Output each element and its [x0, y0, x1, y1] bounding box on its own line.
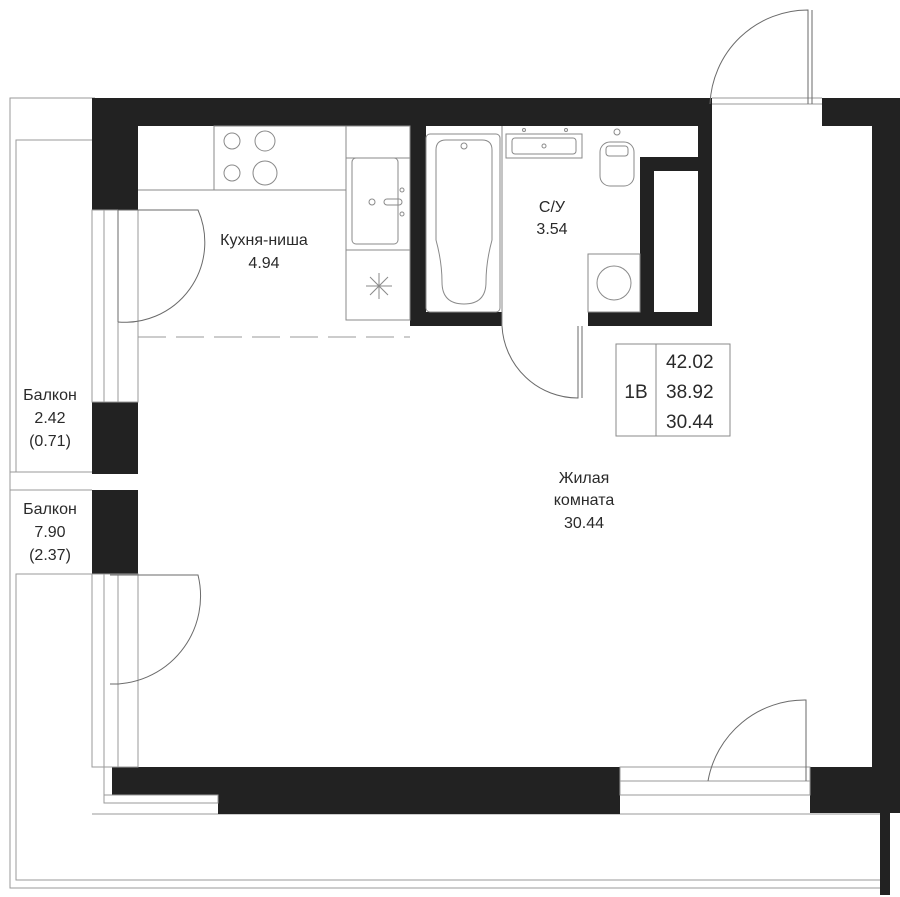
bathroom-name: С/У	[539, 199, 566, 216]
living-area: 30.44	[666, 412, 714, 433]
total-area: 42.02	[666, 352, 714, 373]
living-room-name-line1: Жилая	[559, 470, 610, 487]
kitchen-name: Кухня-ниша	[220, 232, 308, 249]
windows	[91, 97, 822, 804]
balcony-2-label: Балкон 7.90 (2.37)	[23, 501, 77, 564]
toilet-icon	[599, 128, 635, 187]
balcony-2-name: Балкон	[23, 501, 77, 518]
washbasin-icon	[505, 128, 583, 159]
area-summary-box: 1В 42.02 38.92 30.44	[615, 343, 731, 437]
washing-machine-icon	[587, 253, 641, 313]
living-room-name-line2: комната	[554, 492, 615, 509]
balcony-1-reduced-area: (0.71)	[29, 433, 71, 450]
bathroom-area: 3.54	[536, 221, 567, 238]
kitchen-label: Кухня-ниша 4.94	[220, 232, 308, 272]
kitchen-area: 4.94	[248, 255, 279, 272]
bathtub-icon	[425, 133, 501, 313]
bathroom-label: С/У 3.54	[536, 199, 567, 238]
balcony-2-area: 7.90	[34, 524, 65, 541]
kitchen-sink-icon	[345, 125, 411, 321]
apartment-type: 1В	[624, 382, 647, 403]
walls	[92, 98, 900, 895]
living-room-area: 30.44	[564, 515, 604, 532]
stove-icon	[213, 125, 347, 191]
area-without-balcony: 38.92	[666, 382, 714, 403]
balcony-1-area: 2.42	[34, 410, 65, 427]
fridge-icon	[366, 273, 392, 299]
balcony-2-reduced-area: (2.37)	[29, 547, 71, 564]
balcony-1-name: Балкон	[23, 387, 77, 404]
doors	[109, 9, 813, 782]
living-room-label: Жилая комната 30.44	[554, 470, 615, 532]
balcony-1-label: Балкон 2.42 (0.71)	[23, 387, 77, 450]
